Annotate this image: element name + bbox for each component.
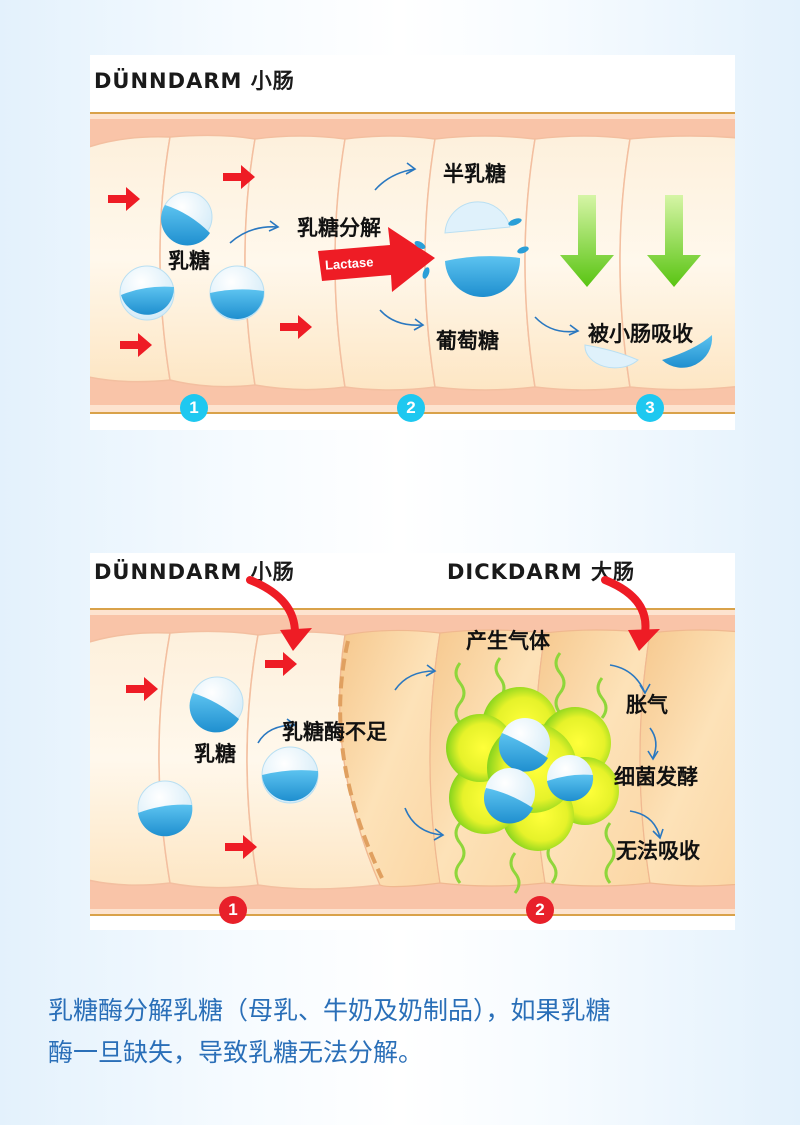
step-badge-2: 2: [526, 896, 554, 924]
label-gas-produced: 产生气体: [466, 629, 550, 653]
caption-line-1: 乳糖酶分解乳糖（母乳、牛奶及奶制品），如果乳糖: [48, 996, 611, 1025]
label-not-absorbed: 无法吸收: [616, 839, 700, 863]
small-intestine-diagram: [90, 112, 735, 414]
intestine-deficiency-diagram: [90, 576, 735, 916]
step-badge-2: 2: [397, 394, 425, 422]
panel-lactase-digestion: DÜNNDARM 小肠: [90, 55, 735, 430]
label-bloating: 胀气: [626, 693, 668, 717]
panel-title-small-intestine: DÜNNDARM 小肠: [94, 560, 295, 584]
label-lactose: 乳糖: [194, 742, 236, 766]
label-galactose: 半乳糖: [443, 162, 506, 186]
label-lactose: 乳糖: [168, 249, 210, 273]
label-absorbed: 被小肠吸收: [588, 322, 693, 346]
label-fermentation: 细菌发酵: [614, 765, 698, 789]
label-lactose-breakdown: 乳糖分解: [297, 216, 381, 240]
caption: 乳糖酶分解乳糖（母乳、牛奶及奶制品），如果乳糖 酶一旦缺失，导致乳糖无法分解。: [48, 990, 768, 1074]
label-lactase-deficient: 乳糖酶不足: [282, 720, 387, 744]
step-badge-1: 1: [180, 394, 208, 422]
step-badge-3: 3: [636, 394, 664, 422]
panel-title-small-intestine: DÜNNDARM 小肠: [94, 69, 295, 93]
caption-line-2: 酶一旦缺失，导致乳糖无法分解。: [48, 1038, 424, 1067]
label-glucose: 葡萄糖: [436, 329, 499, 353]
step-badge-1: 1: [219, 896, 247, 924]
panel-lactase-deficiency: DÜNNDARM 小肠 DICKDARM 大肠: [90, 553, 735, 930]
